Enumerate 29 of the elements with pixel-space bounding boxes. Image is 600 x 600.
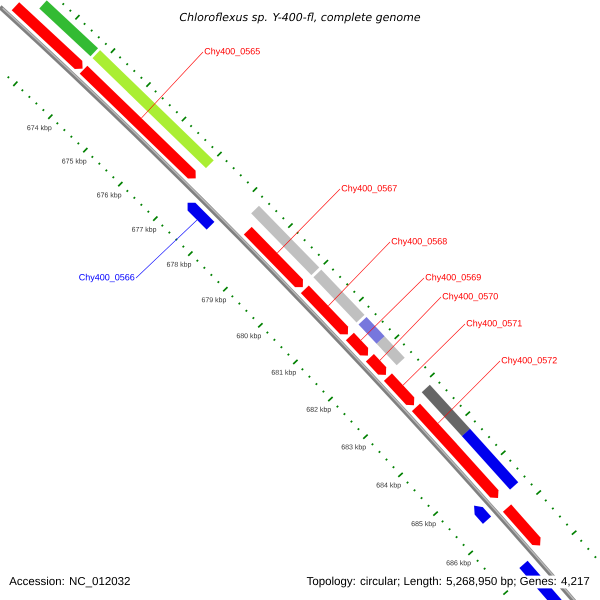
gene-feature xyxy=(384,373,414,406)
gene-feature xyxy=(346,332,368,356)
gene-label: Chy400_0568 xyxy=(392,238,447,246)
leader-line xyxy=(360,278,424,340)
footer-text: Topology: circular; Length: 5,268,950 bp; Genes: 4,217 xyxy=(306,576,591,588)
gene-feature xyxy=(188,202,214,230)
gene-feature xyxy=(244,226,303,288)
gene-label: Chy400_0567 xyxy=(342,184,397,194)
gene-label: Chy400_0569 xyxy=(426,274,481,282)
gene-label: Chy400_0570 xyxy=(442,292,498,302)
leader-line xyxy=(141,52,204,118)
gene-feature xyxy=(448,443,498,498)
gene-feature xyxy=(366,354,386,375)
leader-line xyxy=(136,220,198,278)
gene-label: Chy400_0566 xyxy=(79,274,134,282)
leader-line xyxy=(328,242,390,306)
leader-line xyxy=(277,188,340,254)
gene-feature xyxy=(12,2,83,69)
leader-line xyxy=(402,324,466,386)
gene-label: Chy400_0572 xyxy=(502,356,557,366)
gene-feature xyxy=(502,504,541,546)
gene-label: Chy400_0571 xyxy=(466,320,522,328)
gene-feature xyxy=(412,404,456,452)
leader-line xyxy=(380,296,442,361)
leader-line xyxy=(438,360,500,424)
gene-feature xyxy=(300,285,348,334)
gene-label: Chy400_0565 xyxy=(204,48,260,56)
title: Chloroflexus sp. Y-400-fl, complete genome xyxy=(178,12,422,24)
footer-text: Accession: NC_012032 xyxy=(8,576,132,588)
